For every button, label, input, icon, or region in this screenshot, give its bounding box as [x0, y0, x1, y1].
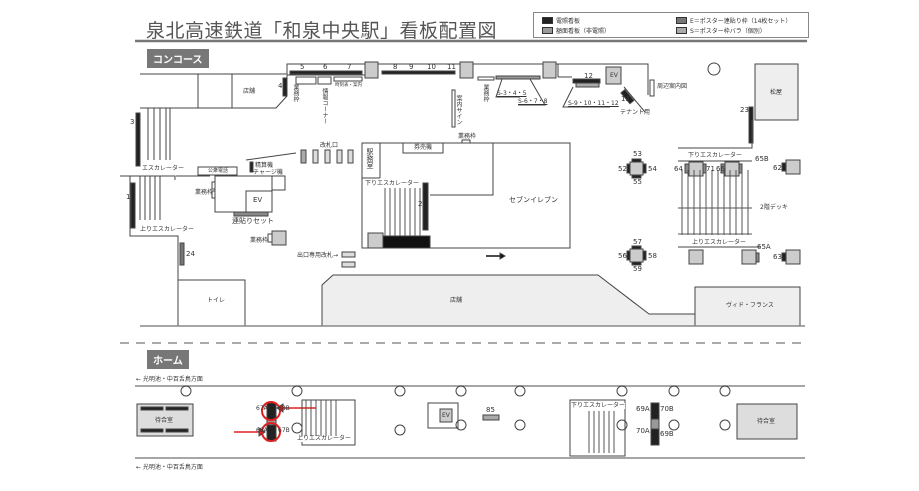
- sign-number: 11: [447, 63, 456, 71]
- direction-bottom-label: ← 光明池・中百舌鳥方面: [136, 464, 203, 471]
- sign-number: 57: [633, 238, 642, 246]
- concourse-section-label: コンコース: [147, 49, 209, 68]
- payphone-label: 公衆電話: [208, 168, 229, 174]
- legend: 電照看板 額面看板（非電照） E＝ポスター連貼り枠（14枚セット） S＝ポスター…: [533, 12, 809, 38]
- ticket-machine-label: 券売機: [414, 144, 433, 151]
- sign-number: 70A: [636, 427, 650, 435]
- business-frame-label: 業務枠: [458, 133, 477, 140]
- up-escalator-label: 上りエスカレーター: [140, 226, 195, 233]
- down-escalator-label: 下りエスカレーター: [571, 402, 626, 409]
- sign-number: 5: [300, 63, 305, 71]
- sign-number: 71: [706, 165, 715, 173]
- sign-number: 6: [323, 63, 328, 71]
- up-escalator-label: 上りエスカレーター: [297, 435, 352, 442]
- platform-section-label: ホーム: [147, 350, 189, 369]
- business-frame-label: 業務枠: [292, 84, 299, 102]
- sign-number: 69B: [660, 430, 674, 438]
- legend-e-frame: E＝ポスター連貼り枠（14枚セット）: [676, 16, 791, 25]
- legend-framed: 額面看板（非電照）: [542, 26, 610, 35]
- sign-number: 53: [633, 150, 642, 158]
- guide-sign-label: 案内サイン: [455, 95, 462, 125]
- sign-number: 7: [347, 63, 352, 71]
- business-frame-label: 業務枠: [250, 237, 269, 244]
- deck-label: 2階デッキ: [760, 204, 788, 211]
- area-map-label: 周辺案内図: [657, 83, 688, 90]
- info-corner-label: 情報コーナー: [321, 88, 328, 124]
- legend-label: S＝ポスター枠バラ（個別）: [690, 28, 766, 35]
- toilet-label: トイレ: [207, 297, 226, 304]
- sign-number: 56: [618, 252, 627, 260]
- sign-number: 55: [633, 178, 642, 186]
- sign-number: 23: [740, 106, 749, 114]
- down-escalator-label: 下りエスカレーター: [688, 152, 743, 159]
- charge-machine-label: チャージ機: [253, 169, 283, 176]
- sign-number: 68B: [278, 405, 290, 412]
- page-title: 泉北高速鉄道「和泉中央駅」看板配置図: [146, 20, 498, 42]
- exit-gate-label: 出口専用改札→: [297, 252, 339, 259]
- direction-top-label: ← 光明池・中百舌鳥方面: [136, 376, 203, 383]
- sign-number: 69A: [636, 405, 650, 413]
- fare-adjust-label: 精算機: [255, 162, 274, 169]
- sign-number: 85: [486, 406, 495, 414]
- sign-number: 68A: [256, 427, 268, 434]
- timetable-label: 時刻表・案内: [335, 83, 362, 88]
- vie-de-france-label: ヴィド・フランス: [726, 302, 774, 309]
- store-left-label: 店舗: [243, 88, 256, 95]
- framed-swatch-icon: [542, 27, 553, 34]
- s-345-label: S-3・4・5: [497, 90, 527, 97]
- e-frame-swatch-icon: [676, 17, 687, 24]
- legend-label: 額面看板（非電照）: [556, 28, 611, 35]
- escalator-label: エスカレーター: [142, 165, 185, 172]
- waiting-room-left: 待合室: [155, 417, 174, 424]
- sign-number: 54: [648, 165, 657, 173]
- legend-s-frame: S＝ポスター枠バラ（個別）: [676, 26, 766, 35]
- legend-label: 電照看板: [556, 18, 581, 25]
- sign-number: 64: [674, 165, 683, 173]
- sign-number: 70B: [660, 405, 674, 413]
- tenant-label: テナント用: [620, 109, 651, 116]
- sign-number: 4: [278, 82, 283, 90]
- up-escalator-label: 上りエスカレーター: [692, 239, 747, 246]
- poster-set-label: 連貼りセット: [232, 217, 274, 225]
- s-9-12-label: S-9・10・11・12: [568, 100, 619, 107]
- down-escalator-label: 下りエスカレーター: [365, 180, 420, 187]
- sign-number: 10: [427, 63, 436, 71]
- sign-number: 65B: [755, 155, 769, 163]
- sign-number: 65A: [757, 243, 771, 251]
- sign-number: 13: [621, 95, 630, 103]
- sign-number: 66: [716, 165, 725, 173]
- s-678-label: S-6・7・8: [518, 98, 548, 105]
- sign-number: 67B: [278, 427, 290, 434]
- waiting-room-right: 待合室: [757, 418, 776, 425]
- s-frame-swatch-icon: [676, 27, 687, 34]
- sign-number: 62: [773, 164, 782, 172]
- sign-number: 3: [130, 118, 135, 126]
- illuminated-swatch-icon: [542, 17, 553, 24]
- sign-number: 12: [584, 72, 593, 80]
- sign-number: 8: [393, 63, 398, 71]
- concourse-ev-label: EV: [610, 72, 618, 79]
- legend-label: E＝ポスター連貼り枠（14枚セット）: [690, 18, 792, 25]
- sign-number: 59: [633, 265, 642, 273]
- sign-number: 63: [773, 253, 782, 261]
- sign-number: 67A: [256, 405, 268, 412]
- legend-illuminated: 電照看板: [542, 16, 580, 25]
- sign-number: 52: [618, 165, 627, 173]
- business-frame-label: 業務枠: [195, 189, 214, 196]
- sign-number: 24: [186, 250, 195, 258]
- concourse-ev-label: EV: [253, 196, 263, 204]
- store-main-label: 店舗: [450, 297, 463, 304]
- business-frame-label: 業務枠: [482, 84, 489, 102]
- ticket-gate-label: 改札口: [320, 142, 339, 149]
- matsuya-label: 松屋: [770, 89, 783, 96]
- sign-number: 58: [648, 252, 657, 260]
- sign-number: 1: [126, 193, 131, 201]
- platform-ev-label: EV: [442, 412, 450, 419]
- station-office-label: 駅務室: [366, 148, 374, 169]
- seven-eleven-label: セブンイレブン: [509, 196, 558, 204]
- sign-number: 2: [418, 200, 423, 208]
- sign-number: 9: [409, 63, 414, 71]
